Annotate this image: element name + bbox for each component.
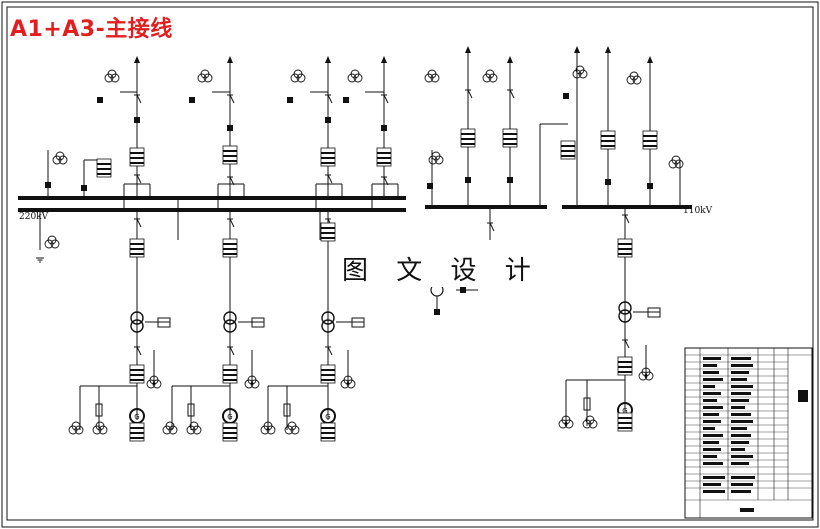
feeder-110kv-right: [560, 46, 684, 205]
gen-unit-110kv: [558, 209, 661, 432]
inner-border: [6, 6, 814, 521]
gen-unit-1: [68, 212, 171, 442]
drawing-title: A1+A3-主接线: [10, 17, 173, 42]
aux-transformer: [430, 283, 478, 315]
feeder-110kv-left: [424, 46, 568, 240]
feeder-220kv-3: [287, 56, 343, 208]
bus-110kv: [425, 205, 692, 209]
gen-unit-2: [162, 212, 265, 442]
equipment-table: [684, 347, 813, 519]
feeder-220kv-4: [343, 56, 399, 208]
bus-220kv-label: 220kV: [19, 212, 49, 222]
bus-pt-220kv: [35, 150, 112, 263]
bus-220kv: [18, 196, 406, 240]
gen-unit-3: [260, 212, 365, 442]
feeder-220kv-2: [189, 56, 245, 208]
feeder-220kv-1: [97, 56, 151, 208]
bus-110kv-label: 110kV: [683, 206, 713, 216]
watermark: 图 文 设 计: [338, 250, 545, 287]
